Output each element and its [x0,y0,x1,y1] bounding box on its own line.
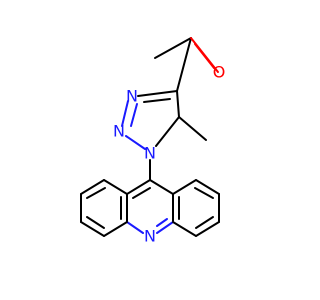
bond-right-ring-2 [195,179,220,195]
bond-right-ring-double-1 [194,187,214,199]
molecule-structure: O N N N N [80,37,225,246]
bond-left-ring-2 [80,179,105,195]
bond-methyl-carbonyl [154,37,192,59]
bond-left-ring-4 [80,221,105,237]
bond-right-ring-1 [172,179,197,195]
bond-c5-c4 [176,90,180,118]
bond-right-ring-5 [172,221,197,237]
bond-c5-methyl [178,116,207,141]
atom-labels: O N N N N [113,63,225,246]
bond-carbonyl-oxygen-double [194,43,215,69]
bond-c4-n3-double [143,98,171,103]
bond-right-ring-4 [195,221,220,237]
bonds [80,37,220,237]
bond-acridine-c9-right [149,179,174,195]
bond-acridine-c9-double [132,187,151,199]
bond-acridine-n-double [156,218,168,227]
bond-left-ring-double-1 [86,187,106,199]
bond-c4-n3 [137,90,178,97]
triazole-n3-atom: N [126,87,138,106]
bond-acridine-n-right [156,221,174,234]
bond-acridine-n-left [126,221,144,234]
bond-left-ring-double-2 [86,216,105,229]
acridine-n-atom: N [144,227,156,246]
triazole-n1-atom: N [144,144,156,163]
bond-left-ring-5 [103,221,128,237]
triazole-n2-atom: N [113,122,125,141]
bond-n3-n2-double [130,103,138,127]
bond-acridine-c9-left [126,179,151,195]
bond-n2-n1 [125,135,146,150]
bond-n3-n2 [121,100,129,127]
bond-carbonyl-ring [176,37,192,92]
bond-left-ring-1 [103,179,128,195]
bond-right-ring-double-2 [195,216,214,229]
oxygen-atom: O [213,63,226,82]
bond-n1-c5 [155,116,180,147]
